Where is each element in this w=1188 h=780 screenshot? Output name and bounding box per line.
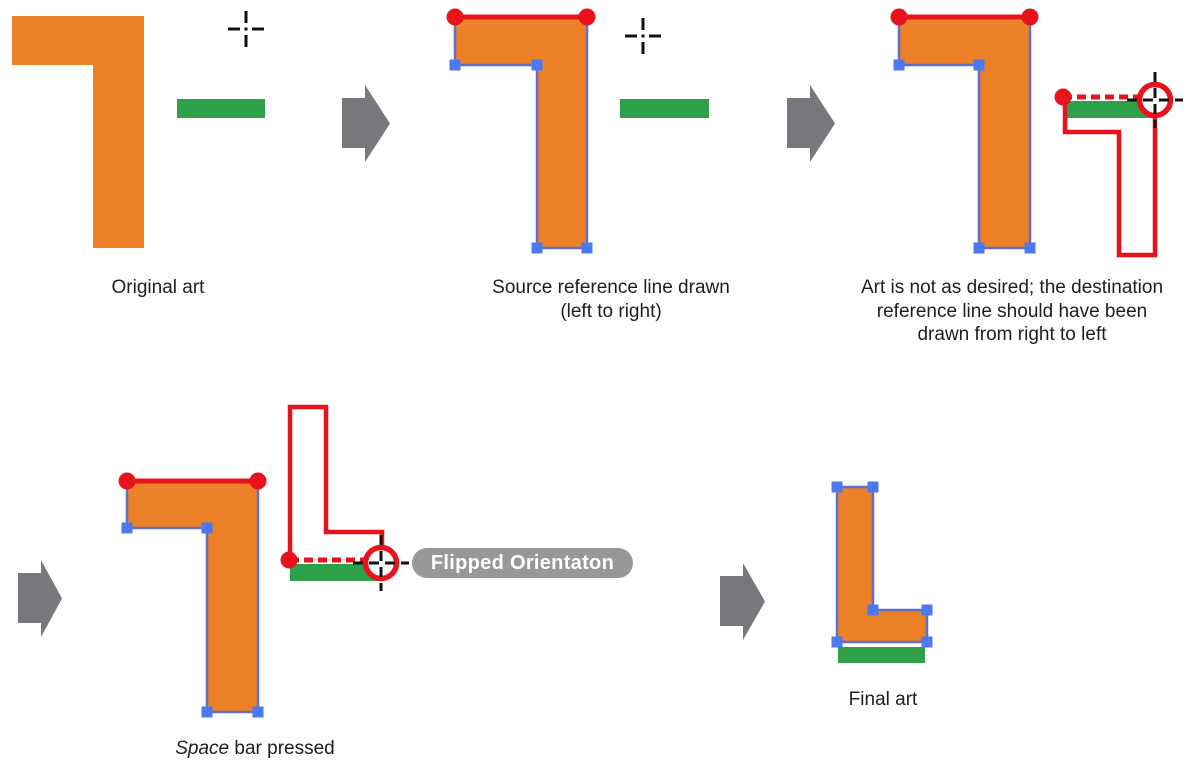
anchor-point [831, 481, 843, 493]
green-bar [290, 564, 378, 581]
reference-endpoint-dot [249, 472, 267, 490]
anchor-point [581, 242, 593, 254]
reference-endpoint-dot [890, 8, 908, 26]
reference-endpoint-dot [280, 551, 298, 569]
caption-final-art: Final art [783, 688, 983, 712]
reference-endpoint-dot [118, 472, 136, 490]
green-bar [838, 647, 925, 663]
anchor-point [867, 481, 879, 493]
green-bar [177, 99, 265, 118]
caption-line: Original art [111, 277, 205, 298]
flipped-preview-outline [287, 404, 385, 560]
anchor-point [531, 59, 543, 71]
caption-line: drawn from right to left [917, 324, 1107, 345]
step-arrow-icon [342, 85, 390, 162]
anchor-point [201, 522, 213, 534]
anchor-point [1024, 242, 1036, 254]
reference-endpoint-dot [1054, 88, 1072, 106]
caption-undesired-result: Art is not as desired; the destination r… [836, 276, 1188, 347]
flip-cursor-icon [1127, 72, 1183, 128]
caption-line: (left to right) [560, 300, 662, 322]
caption-space-pressed: Space bar pressed [155, 737, 355, 761]
original-art-shape [12, 16, 144, 248]
selected-art-shape [125, 480, 260, 714]
step-arrow-icon [720, 563, 765, 640]
anchor-point [252, 706, 264, 718]
caption-line: reference line should have been [876, 300, 1148, 322]
caption-line: bar pressed [229, 738, 335, 759]
anchor-point [893, 59, 905, 71]
final-art-shape [835, 485, 929, 644]
green-bar [1065, 101, 1155, 118]
anchor-point [201, 706, 213, 718]
anchor-point [449, 59, 461, 71]
anchor-point [831, 636, 843, 648]
step-arrow-icon [18, 560, 62, 637]
anchor-point [973, 59, 985, 71]
green-bar [620, 99, 709, 118]
anchor-point [121, 522, 133, 534]
precision-cursor-icon [625, 18, 661, 54]
anchor-point [921, 636, 933, 648]
reference-endpoint-dot [578, 8, 596, 26]
precision-cursor-icon [228, 11, 264, 47]
reference-endpoint-dot [446, 8, 464, 26]
anchor-point [973, 242, 985, 254]
caption-line: Final art [848, 689, 918, 710]
selected-art-shape [897, 15, 1032, 250]
flip-cursor-icon [353, 535, 409, 591]
anchor-point [531, 242, 543, 254]
selected-art-shape [453, 15, 589, 250]
caption-original-art: Original art [58, 276, 258, 300]
caption-space-word: Space [175, 738, 230, 759]
caption-line: Source reference line drawn [492, 277, 730, 298]
caption-line: Art is not as desired; the destination [860, 277, 1164, 298]
transform-preview-outline [1062, 97, 1158, 258]
reference-endpoint-dot [1021, 8, 1039, 26]
anchor-point [921, 604, 933, 616]
anchor-point [867, 604, 879, 616]
caption-source-reference: Source reference line drawn (left to rig… [461, 276, 761, 323]
step-arrow-icon [787, 85, 835, 162]
flipped-orientation-badge: Flipped Orientaton [412, 548, 633, 578]
